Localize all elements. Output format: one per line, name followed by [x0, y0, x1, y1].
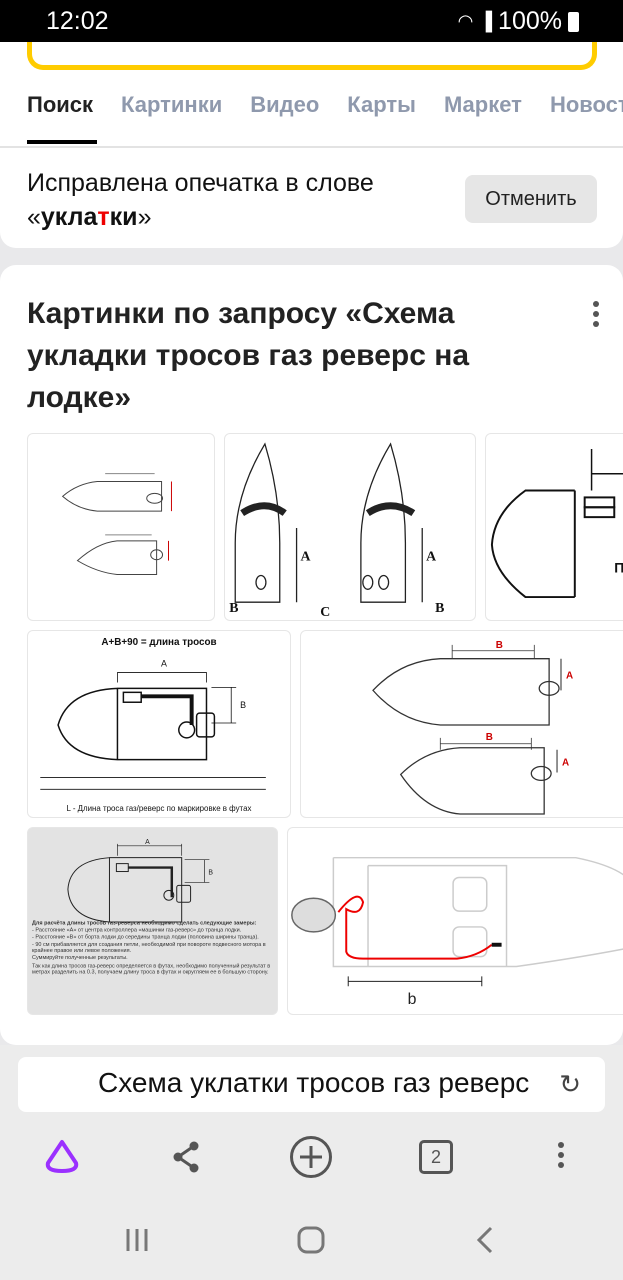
calc-line: - 90 см прибавляется для создания петли,… — [32, 941, 266, 954]
svg-text:B: B — [208, 870, 213, 877]
home-button[interactable] — [291, 1225, 331, 1255]
battery-icon — [568, 11, 579, 32]
image-result-3[interactable]: П — [485, 433, 623, 621]
divider — [0, 146, 623, 148]
signal-icon: ▐ — [479, 11, 493, 31]
recent-apps-icon — [126, 1229, 148, 1251]
status-bar: 12:02 ◠ ▐ 100% — [0, 0, 623, 42]
svg-text:A: A — [301, 549, 311, 564]
recent-apps-button[interactable] — [117, 1225, 157, 1255]
boat-diagram-image: AB — [67, 839, 213, 923]
search-tabs: Поиск Картинки Видео Карты Маркет Новост… — [27, 92, 623, 118]
tab-images[interactable]: Картинки — [121, 92, 223, 117]
address-text[interactable]: Схема уклатки тросов газ реверс — [98, 1067, 530, 1098]
wifi-icon: ◠ — [457, 11, 474, 31]
boat-diagram-image: A A B C B — [229, 442, 444, 619]
back-icon — [476, 1226, 493, 1254]
plus-circle-icon — [290, 1136, 332, 1178]
tabs-count-icon: 2 — [419, 1140, 453, 1174]
tab-news[interactable]: Новости — [549, 92, 623, 117]
svg-text:A: A — [161, 659, 167, 669]
tab-maps[interactable]: Карты — [347, 92, 416, 117]
boat-diagram-image: П — [490, 449, 623, 599]
alice-assistant-button[interactable] — [38, 1135, 86, 1179]
image-result-1[interactable] — [27, 433, 215, 621]
svg-text:B: B — [229, 600, 238, 615]
word-part: ки — [109, 203, 138, 231]
word-part: укла — [40, 203, 98, 231]
tabs-button[interactable]: 2 — [412, 1135, 460, 1179]
active-tab-indicator — [27, 140, 97, 144]
tab-video[interactable]: Видео — [250, 92, 320, 117]
battery-percent: 100% — [498, 7, 562, 35]
share-icon — [173, 1141, 199, 1173]
boat-diagram-image: A+B+90 = длина тросов A B L - Длина троса… — [40, 637, 266, 813]
clock: 12:02 — [46, 7, 109, 35]
svg-text:B: B — [496, 640, 503, 651]
reload-icon[interactable]: ↻ — [559, 1069, 581, 1099]
images-title[interactable]: Картинки по запросу «Схема укладки тросо… — [27, 297, 470, 414]
images-card: Картинки по запросу «Схема укладки тросо… — [0, 265, 623, 1045]
svg-text:A: A — [562, 758, 569, 769]
calc-line: Так как длина тросов газ-реверс определя… — [32, 962, 271, 975]
quote-open: « — [27, 203, 41, 231]
svg-text:П: П — [614, 559, 623, 575]
svg-text:B: B — [435, 600, 444, 615]
svg-text:b: b — [408, 991, 417, 1008]
word-highlight: т — [97, 203, 110, 231]
cable-length-caption: L - Длина троса газ/реверс по маркировке… — [67, 804, 252, 813]
browser-bottom-bar: Схема уклатки тросов газ реверс ↻ 2 — [0, 1045, 623, 1280]
calc-line: - Расстояние «В» от борта лодки до серед… — [32, 934, 259, 941]
image-result-7[interactable]: b — [287, 827, 623, 1015]
svg-text:C: C — [320, 604, 330, 619]
boat-diagram-image — [61, 473, 172, 575]
address-bar[interactable]: Схема уклатки тросов газ реверс ↻ — [18, 1057, 605, 1112]
alice-icon — [45, 1140, 79, 1173]
new-tab-button[interactable] — [287, 1135, 335, 1179]
search-header: Поиск Картинки Видео Карты Маркет Новост… — [0, 22, 623, 146]
tabs-count: 2 — [430, 1146, 441, 1167]
calc-line: Для расчёта длины тросов газ-реверса нео… — [32, 920, 257, 927]
svg-text:B: B — [240, 700, 246, 710]
cancel-correction-button[interactable]: Отменить — [465, 175, 597, 223]
calc-line: - Расстояние «А» от центра контроллера «… — [32, 927, 242, 934]
typo-text: Исправлена опечатка в слове — [27, 169, 374, 197]
calc-instructions: Для расчёта длины тросов газ-реверса нео… — [32, 920, 274, 976]
menu-button[interactable] — [537, 1135, 585, 1179]
image-result-5[interactable]: B B A A — [300, 630, 623, 818]
calc-line: Суммируйте полученные результаты. — [32, 954, 128, 961]
tab-search[interactable]: Поиск — [27, 92, 94, 117]
more-options-icon[interactable] — [590, 301, 602, 329]
search-input[interactable] — [27, 22, 597, 70]
svg-text:A: A — [566, 670, 573, 681]
quote-close: » — [137, 203, 152, 231]
back-button[interactable] — [465, 1225, 505, 1255]
tab-market[interactable]: Маркет — [443, 92, 522, 117]
typo-correction-card: Исправлена опечатка в слове «уклатки» От… — [0, 148, 623, 248]
svg-text:B: B — [486, 732, 493, 743]
boat-cable-photo: b — [291, 856, 623, 1008]
share-button[interactable] — [162, 1135, 210, 1179]
formula-caption: A+B+90 = длина тросов — [101, 637, 216, 648]
home-icon — [297, 1226, 325, 1254]
typo-message: Исправлена опечатка в слове «уклатки» — [27, 166, 374, 234]
corrected-word: уклатки — [41, 203, 138, 231]
svg-text:A: A — [426, 549, 436, 564]
image-result-4[interactable]: A+B+90 = длина тросов A B L - Длина троса… — [27, 630, 291, 818]
boat-diagram-image: B B A A — [372, 640, 573, 815]
image-result-2[interactable]: A A B C B — [224, 433, 476, 621]
svg-text:A: A — [145, 839, 150, 846]
